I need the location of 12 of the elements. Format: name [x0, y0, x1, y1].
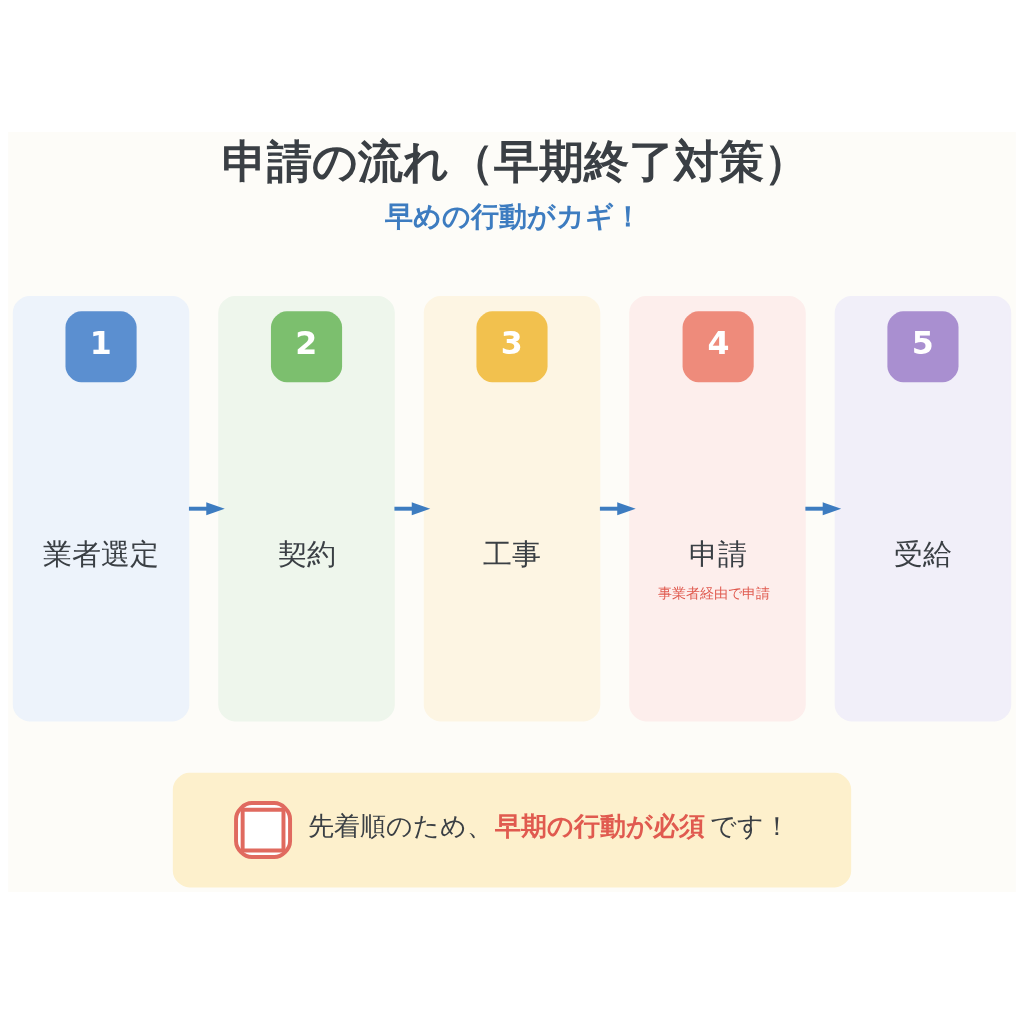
arrow [805, 502, 842, 516]
label: 早めの行動がカギ！ [384, 199, 642, 233]
node-box: 先着順のため、早期の行動が必須です！ [172, 772, 852, 888]
node-box: 4 申請 事業者経由で申請 [629, 295, 806, 722]
arrow [188, 502, 225, 516]
node-box: 2 契約 [218, 295, 395, 722]
arrow [599, 502, 636, 516]
node-box: 1 業者選定 [12, 295, 190, 722]
node-box: 3 工事 [423, 295, 601, 722]
arrow [394, 502, 431, 516]
diagram-title: 申請の流れ（早期終了対策） [221, 135, 809, 189]
node-box: 5 受給 [834, 295, 1012, 722]
